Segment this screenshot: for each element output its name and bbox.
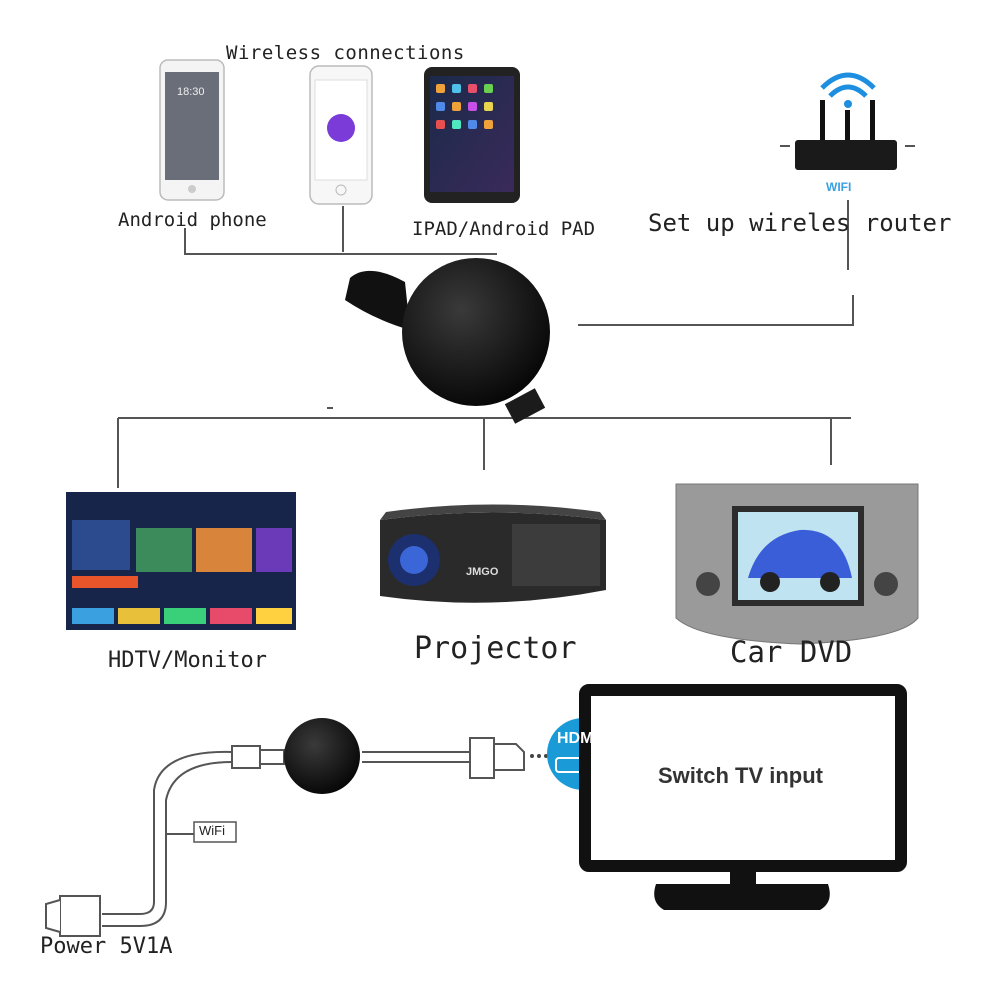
hdmi-plug-icon [45,895,101,937]
router-brand: WIFI [826,180,852,194]
ipad-label: IPAD/Android PAD [412,218,596,240]
android-phone-label: Android phone [118,209,267,231]
wireless-connections-label: Wireless connections [226,42,465,64]
projector-brand: JMGO [466,566,499,578]
smartphone-icon [159,59,225,201]
projector-label: Projector [414,631,577,666]
usb-plug-icon [231,745,285,769]
hdmi-plug-icon [469,737,548,779]
monitor-icon [66,492,296,630]
hdmi-dongle-icon [345,258,550,424]
hdmi-dongle-icon [284,718,360,794]
power-cable [102,750,470,927]
power-label: Power 5V1A [40,934,173,959]
hdtv-label: HDTV/Monitor [108,648,267,673]
wifi-tag-label: WiFi [199,823,225,838]
car-dvd-icon [675,483,919,645]
wifi-tag [193,821,237,843]
phone-clock: 18:30 [177,86,205,98]
hdmi-badge-label: HDMI [557,730,598,747]
connector-lines [117,200,854,488]
car-dvd-label: Car DVD [730,635,853,669]
tablet-icon [424,67,520,203]
smartphone-icon [309,65,373,205]
wifi-router-icon [780,72,915,170]
tv-icon [579,684,907,910]
router-label: Set up wireles router [648,209,952,237]
projector-icon [380,504,606,603]
switch-tv-input-label: Switch TV input [658,763,823,788]
